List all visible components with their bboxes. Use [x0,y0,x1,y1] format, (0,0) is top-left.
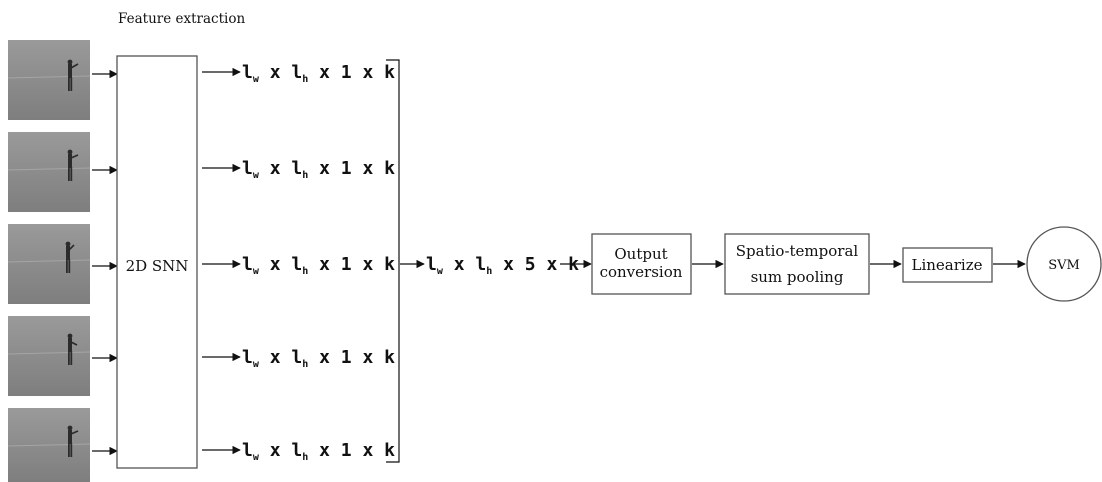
feature-extraction-label: Feature extraction [118,11,245,27]
output-conversion-box [591,233,692,295]
video-frame-2 [7,132,91,212]
feature-map-label-5: lw x lh x 1 x k [242,440,395,463]
snn-box-label: 2D SNN [126,257,189,275]
video-frame-3 [7,224,91,304]
concatenation-bracket [386,59,400,463]
linearize-label: Linearize [912,256,983,274]
video-frame-1 [7,40,91,120]
svm-label: SVM [1048,258,1080,273]
feature-map-label-2: lw x lh x 1 x k [242,158,395,181]
video-frame-5 [7,408,91,482]
linearize-box [902,247,993,283]
feature-map-label-3: lw x lh x 1 x k [242,254,395,277]
merged-feature-map-label: lw x lh x 5 x k [426,254,579,277]
svm-node [1026,226,1102,302]
output-conversion-line-2: conversion [600,263,683,281]
pooling-line-1: Spatio-temporal [736,242,859,260]
output-conversion-line-1: Output [614,245,667,263]
video-frame-4 [7,316,91,396]
feature-map-label-1: lw x lh x 1 x k [242,62,395,85]
feature-map-label-4: lw x lh x 1 x k [242,347,395,370]
snn-box [116,55,198,469]
pooling-line-2: sum pooling [751,268,844,286]
pooling-box [724,233,870,295]
